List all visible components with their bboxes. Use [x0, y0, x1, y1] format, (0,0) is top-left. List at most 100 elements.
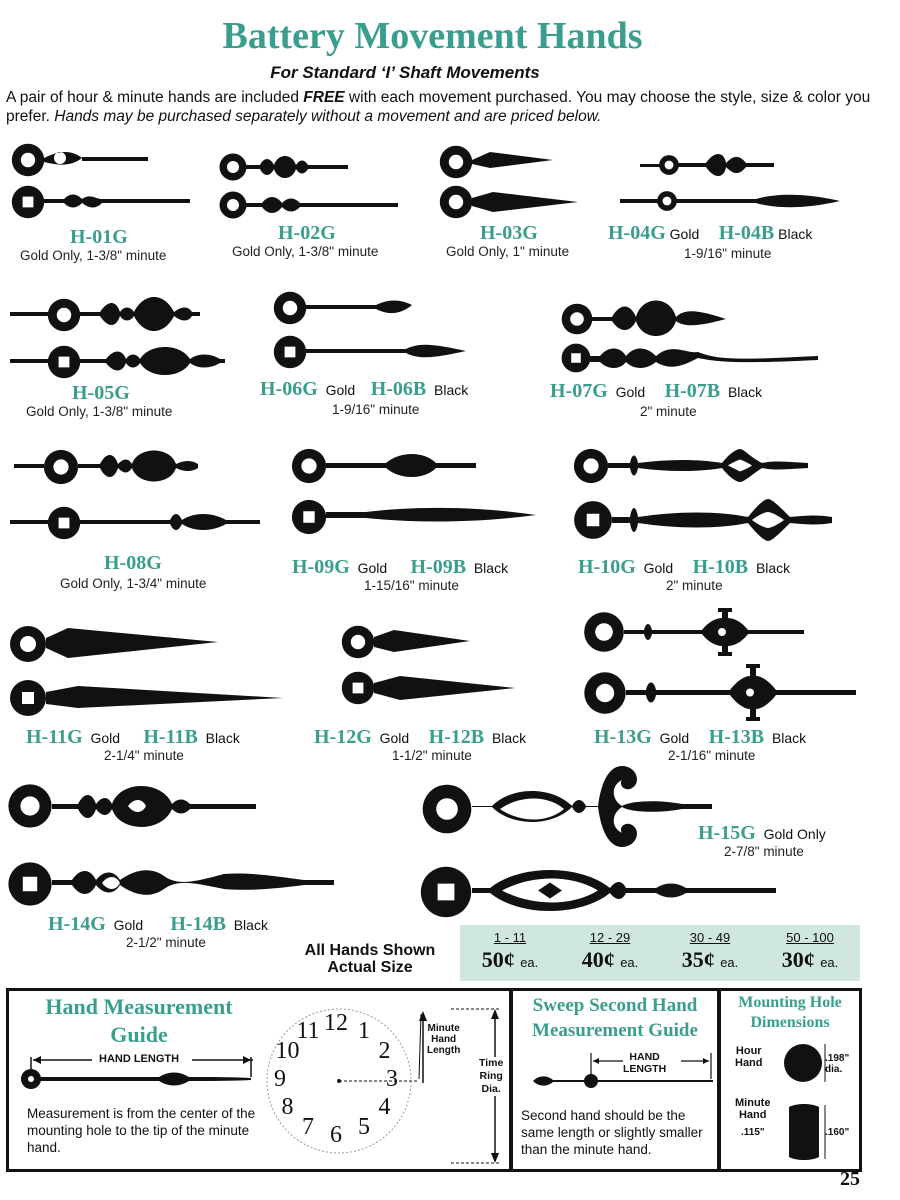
- hand-h11-hour-icon: [10, 626, 218, 662]
- price-tier: 1 - 11 50¢ ea.: [460, 925, 560, 973]
- hand-h13-label: H-13G Gold H-13B Black: [594, 726, 807, 748]
- hand-h13-minute-icon: [584, 664, 856, 721]
- price-table: 1 - 11 50¢ ea. 12 - 29 40¢ ea. 30 - 49 3…: [460, 925, 860, 981]
- hand-h10-desc: 2" minute: [666, 578, 723, 593]
- hand-h01-desc: Gold Only, 1-3/8" minute: [20, 248, 167, 263]
- hand-h06-label: H-06G Gold H-06B Black: [260, 378, 469, 400]
- hand-length-diagram-icon: [21, 1053, 253, 1089]
- clock-numeral: 9: [274, 1066, 286, 1092]
- hand-h11-label: H-11G Gold H-11B Black: [26, 726, 240, 748]
- clock-numeral: 10: [275, 1038, 300, 1064]
- hand-h03-desc: Gold Only, 1" minute: [446, 244, 570, 259]
- hand-h15-label: H-15G Gold Only: [698, 822, 826, 844]
- price-tier: 50 - 100 30¢ ea.: [760, 925, 860, 973]
- minute-hole-width: .115": [741, 1127, 765, 1138]
- price-range: 50 - 100: [786, 930, 834, 945]
- hand-h07-minute-icon: [561, 343, 818, 373]
- hand-h02-minute-icon: [219, 191, 398, 219]
- hand-length-label: HAND LENGTH: [99, 1053, 180, 1065]
- clock-numeral: 8: [281, 1094, 294, 1120]
- clock-numeral: 4: [378, 1094, 391, 1120]
- intro-free: FREE: [303, 89, 345, 106]
- clock-numeral: 12: [324, 1010, 348, 1036]
- hand-h06-minute-icon: [273, 335, 466, 369]
- minute-hole-height: .160": [825, 1127, 850, 1138]
- hand-h11-desc: 2-1/4" minute: [104, 748, 184, 763]
- hand-h09-minute-icon: [291, 499, 536, 535]
- intro-paragraph: A pair of hour & minute hands are includ…: [6, 88, 886, 126]
- hand-h13-hour-icon: [584, 608, 804, 656]
- hand-h09-hour-icon: [291, 448, 476, 484]
- hand-h04-minute-icon: [620, 191, 840, 211]
- price-tier: 12 - 29 40¢ ea.: [560, 925, 660, 973]
- hand-h02-hour-icon: [219, 153, 348, 181]
- page-subtitle: For Standard ‘I’ Shaft Movements: [270, 63, 540, 82]
- hand-h12-hour-icon: [341, 625, 470, 659]
- page-number: 25: [840, 1168, 860, 1190]
- hand-h14-hour-icon: [8, 784, 256, 828]
- intro-text-2: with each movement purchased. You may ch…: [6, 89, 871, 125]
- price-range: 1 - 11: [493, 930, 527, 945]
- hand-h04-label: H-04G Gold H-04B Black: [608, 222, 813, 244]
- hand-h14-minute-icon: [8, 862, 334, 906]
- hand-h14-desc: 2-1/2" minute: [126, 935, 206, 950]
- minute-hole-icon: [789, 1104, 826, 1160]
- price-value: 30¢ ea.: [781, 947, 839, 972]
- clock-numeral: 7: [302, 1114, 314, 1141]
- hand-h06-desc: 1-9/16" minute: [332, 402, 420, 417]
- hand-h08-hour-icon: [14, 449, 198, 485]
- hand-h04-desc: 1-9/16" minute: [684, 246, 772, 261]
- intro-text-3: Hands may be purchased separately withou…: [54, 108, 602, 125]
- guide-text: Measurement is from the center of the mo…: [27, 1106, 256, 1155]
- clock-dial-icon: [266, 1008, 422, 1154]
- hand-h12-label: H-12G Gold H-12B Black: [314, 726, 527, 748]
- hand-h07-label: H-07G Gold H-07B Black: [550, 380, 763, 402]
- hand-h07-desc: 2" minute: [640, 404, 697, 419]
- price-value: 35¢ ea.: [681, 947, 739, 972]
- hand-h13-desc: 2-1/16" minute: [668, 748, 756, 763]
- hand-h01-hour-icon: [11, 143, 148, 177]
- hand-h10-minute-icon: [574, 499, 832, 541]
- hand-h05-hour-icon: [10, 297, 200, 332]
- hand-h12-desc: 1-1/2" minute: [392, 748, 472, 763]
- hand-h07-hour-icon: [561, 300, 726, 336]
- hand-h02-code: H-02G: [278, 222, 336, 244]
- hand-h09-label: H-09G Gold H-09B Black: [292, 556, 509, 578]
- hand-h10-label: H-10G Gold H-10B Black: [578, 556, 791, 578]
- hour-hole-dimension: .198"dia.: [825, 1053, 850, 1075]
- hand-h05-code: H-05G: [72, 382, 130, 404]
- clock-numeral: 2: [378, 1038, 391, 1064]
- clock-numeral: 1: [358, 1017, 370, 1044]
- price-value: 50¢ ea.: [481, 947, 539, 972]
- price-value: 40¢ ea.: [581, 947, 639, 972]
- hand-h10-hour-icon: [573, 448, 808, 484]
- hand-h02-desc: Gold Only, 1-3/8" minute: [232, 244, 379, 259]
- actual-size-line1: All Hands Shown: [304, 942, 436, 959]
- hand-h04-hour-icon: [640, 154, 774, 176]
- actual-size-label: All Hands Shown Actual Size: [290, 942, 450, 976]
- hand-h01-minute-icon: [11, 185, 190, 219]
- clock-numeral: 11: [296, 1017, 320, 1044]
- clock-numeral: 3: [386, 1066, 398, 1092]
- hand-h08-code: H-08G: [104, 552, 162, 574]
- hand-h06-hour-icon: [273, 291, 412, 325]
- page-title: Battery Movement Hands: [222, 15, 643, 57]
- hand-h03-minute-icon: [439, 185, 578, 219]
- clock-numeral: 6: [330, 1122, 342, 1148]
- hand-h14-label: H-14G Gold H-14B Black: [48, 913, 268, 935]
- sweep-hand-diagram-icon: [533, 1053, 713, 1088]
- hour-hole-icon: [784, 1044, 826, 1082]
- hand-h08-minute-icon: [10, 506, 260, 540]
- hand-h01-code: H-01G: [70, 226, 128, 248]
- hand-h03-code: H-03G: [480, 222, 538, 244]
- hand-h15-minute-icon: [420, 866, 776, 918]
